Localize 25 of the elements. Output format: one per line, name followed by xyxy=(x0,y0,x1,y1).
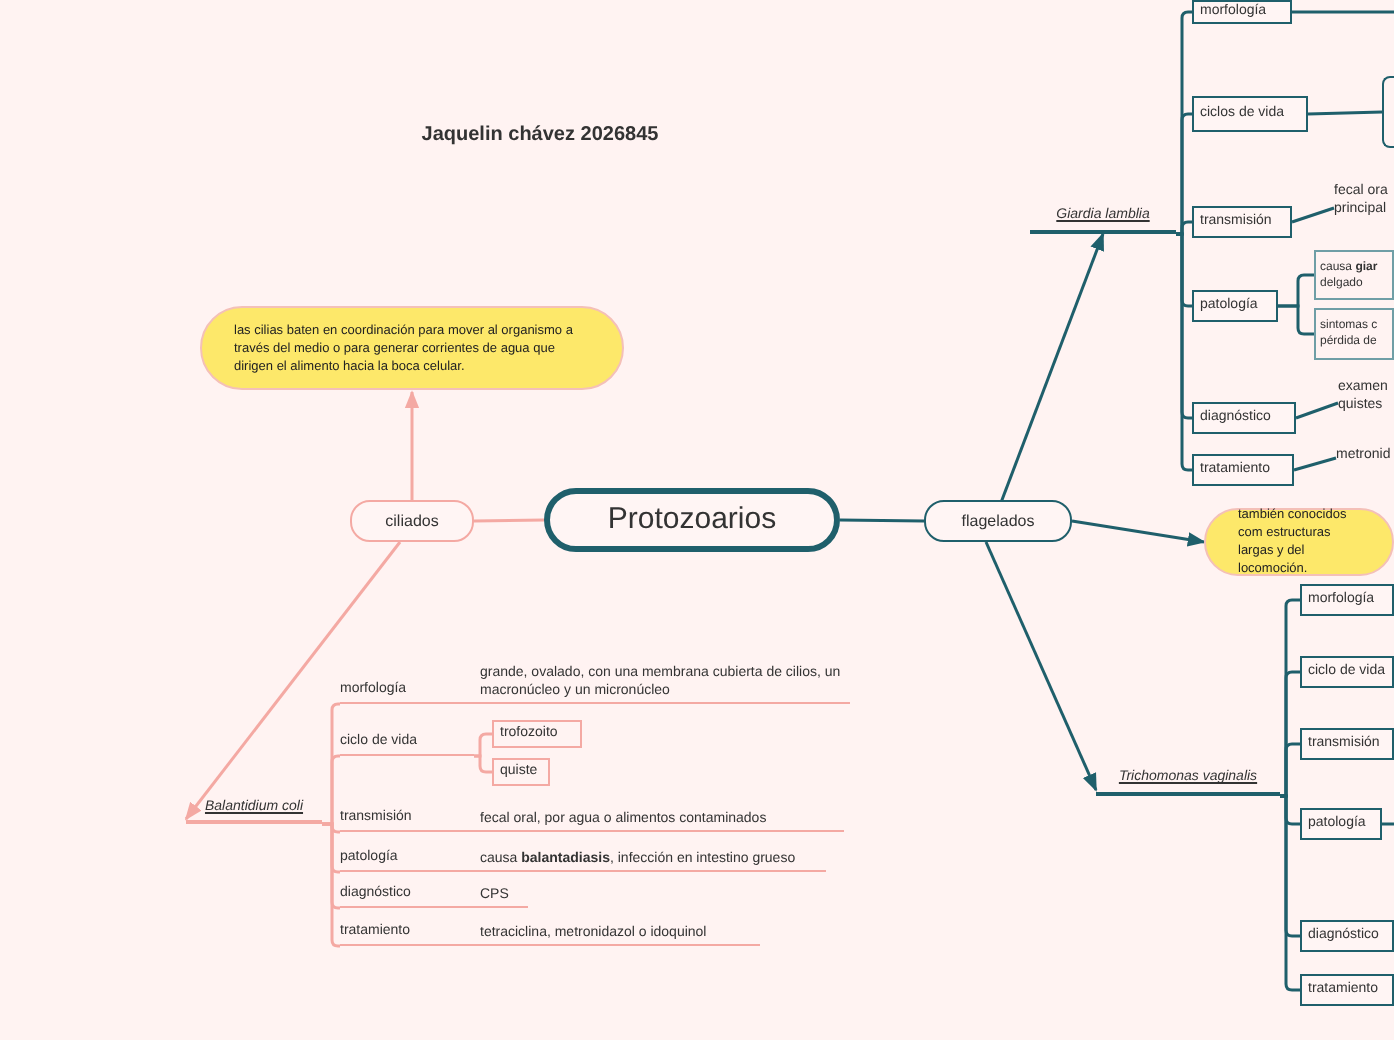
connector-line xyxy=(1307,110,1383,116)
connector-line xyxy=(1382,822,1394,826)
arrow xyxy=(1071,519,1206,547)
connector-line xyxy=(1280,742,1300,798)
connector-line xyxy=(1293,456,1337,472)
connector-line xyxy=(1280,794,1300,992)
arrow xyxy=(184,541,402,821)
arrow xyxy=(984,541,1098,792)
arrow xyxy=(404,390,420,500)
central-topic: Protozoarios xyxy=(544,488,840,552)
connector-line xyxy=(473,518,545,523)
connector-line xyxy=(1176,220,1192,236)
topic-row xyxy=(340,660,850,704)
topic-pill: ciliados xyxy=(350,500,474,542)
connector-line xyxy=(840,518,924,523)
connector-line xyxy=(1295,401,1339,420)
connector-line xyxy=(322,822,341,948)
connector-line xyxy=(1291,206,1335,224)
connector-line xyxy=(1278,304,1314,336)
connector-line xyxy=(474,732,492,758)
connector-line xyxy=(474,754,492,774)
connector-line xyxy=(1292,10,1394,14)
title: Jaquelin chávez 2026845 xyxy=(419,122,661,150)
bracket-box xyxy=(1382,76,1394,148)
topic-pill: flagelados xyxy=(924,500,1072,542)
